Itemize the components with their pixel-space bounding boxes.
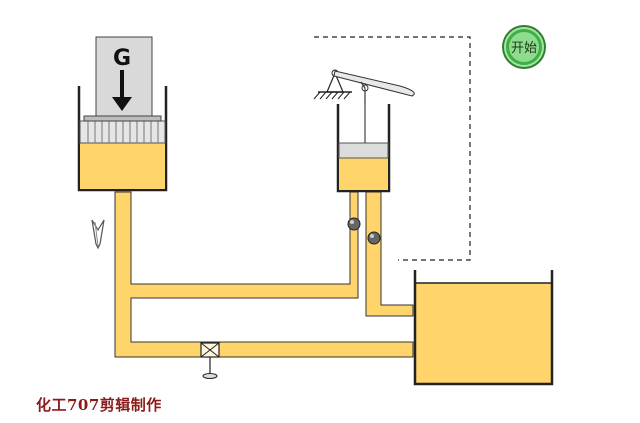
tank-wall	[413, 270, 554, 386]
stop-valve[interactable]	[200, 342, 220, 379]
oil-tank	[413, 270, 554, 386]
start-button[interactable]	[502, 25, 546, 69]
lever-bar	[333, 70, 415, 97]
credit-text: 化工707剪辑制作	[36, 396, 162, 414]
load-base	[83, 115, 162, 122]
pump-cylinder	[336, 84, 391, 193]
check-valve-ball-left	[347, 217, 361, 231]
large-piston-ribs	[87, 121, 159, 143]
pump-cylinder-oil	[339, 158, 388, 190]
flow-down-arrow-icon	[91, 219, 105, 250]
pipes	[114, 191, 414, 358]
tank-oil	[415, 283, 552, 384]
pump-lever	[313, 69, 415, 104]
check-valve-ball-right	[367, 231, 381, 245]
pump-cylinder-wall	[336, 104, 391, 193]
pump-piston	[338, 142, 389, 159]
pump-frame-dashed	[314, 36, 471, 261]
pipe-pump-to-tank	[365, 191, 414, 317]
pipe-large-cylinder-outlet	[114, 191, 414, 358]
check-valves	[347, 217, 381, 245]
stop-valve-handle[interactable]	[202, 373, 218, 379]
load-arrow-icon	[112, 70, 132, 111]
large-cylinder-oil	[80, 143, 165, 189]
load-label: G	[113, 46, 131, 71]
large-cylinder-wall	[77, 86, 168, 192]
